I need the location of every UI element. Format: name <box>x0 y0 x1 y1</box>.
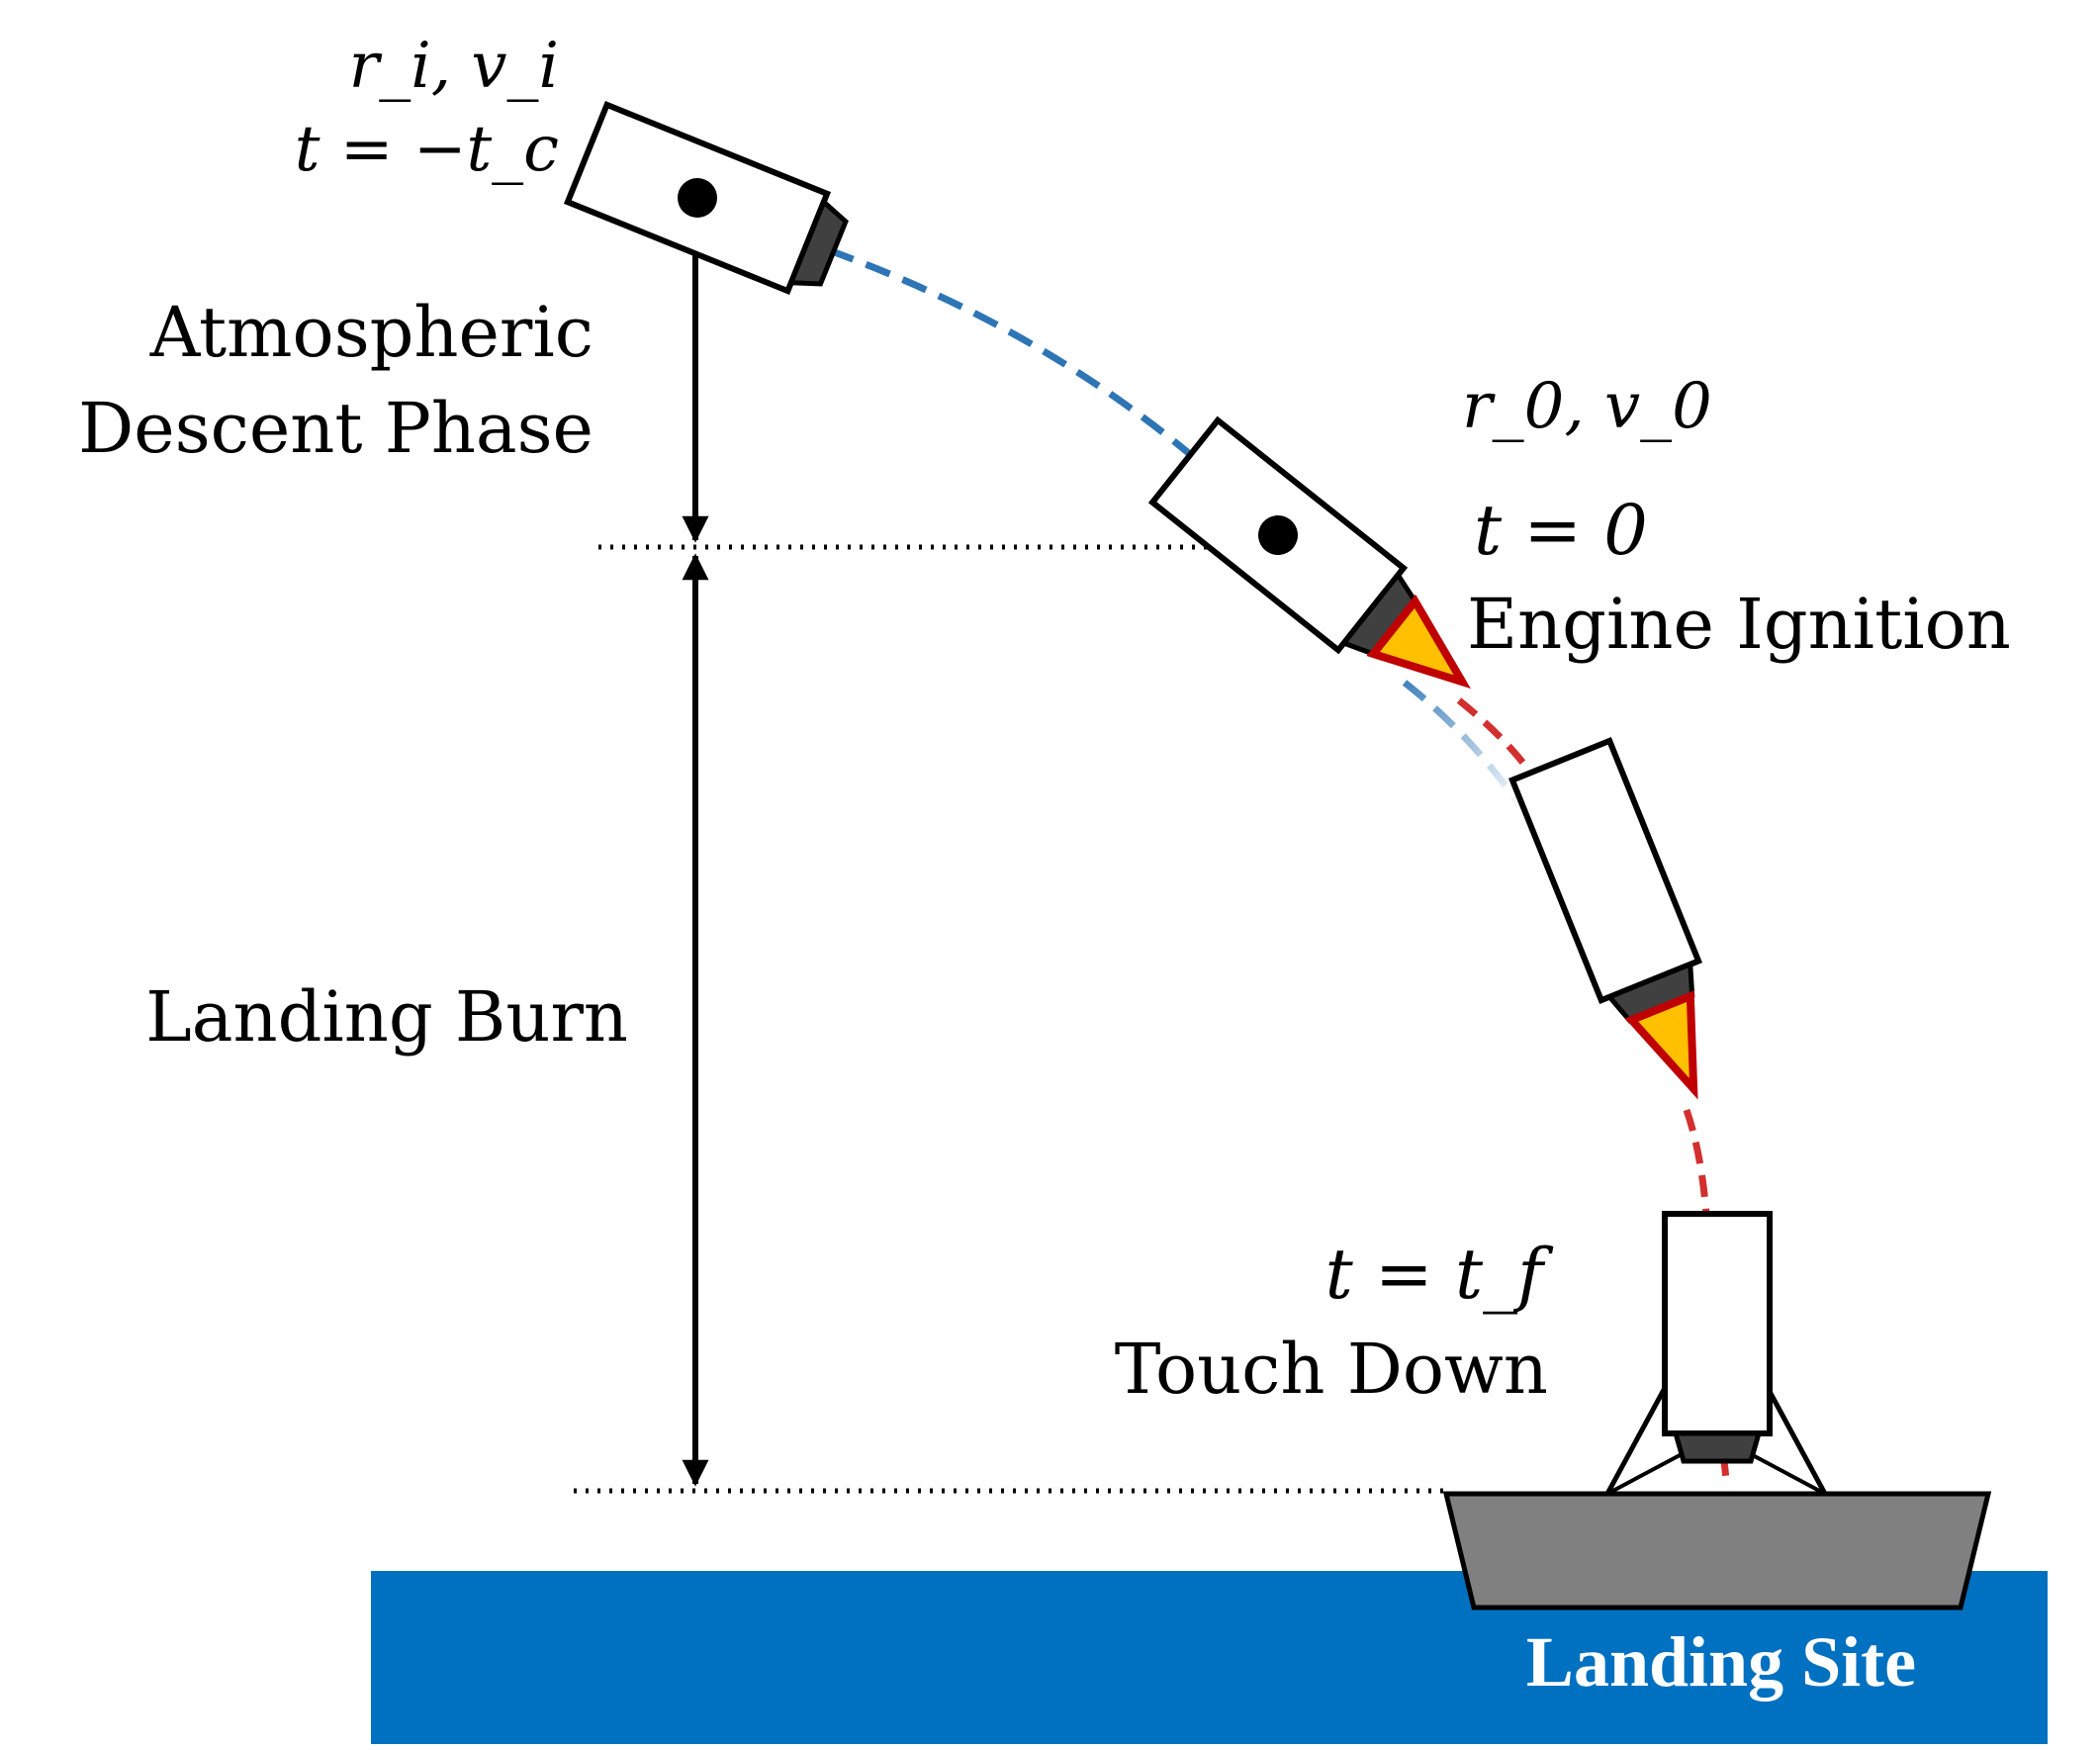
burn-trajectory <box>1456 697 1552 803</box>
rocket-ignition <box>1147 415 1471 690</box>
landing-strut-right <box>1750 1452 1826 1496</box>
atmo-phase-label-1: Atmospheric <box>149 292 593 373</box>
engine-flame <box>1624 990 1698 1100</box>
engine-nozzle <box>787 197 849 287</box>
ignition-time-label: t = 0 <box>1474 490 1648 571</box>
final-time-label: t = t_f <box>1325 1234 1554 1315</box>
landing-barge <box>1442 1491 1992 1611</box>
landing-leg-left <box>1604 1386 1668 1496</box>
landing-site-label: Landing Site <box>1526 1622 1916 1702</box>
rocket-burn <box>1508 736 1702 1100</box>
descent-trajectory <box>827 246 1200 463</box>
ignition-event-label: Engine Ignition <box>1467 584 2011 665</box>
landing-leg-right <box>1765 1386 1828 1496</box>
ballistic-continuation <box>1402 680 1526 813</box>
center-of-mass <box>1258 515 1298 555</box>
center-of-mass <box>678 178 717 218</box>
initial-time-label: t = −t_c <box>295 113 559 186</box>
rocket-landed <box>1604 1211 1828 1496</box>
atmo-phase-label-2: Descent Phase <box>78 388 593 469</box>
final-event-label: Touch Down <box>1115 1329 1548 1410</box>
landing-burn-label: Landing Burn <box>145 976 628 1058</box>
landing-strut-left <box>1606 1452 1683 1496</box>
engine-nozzle <box>1672 1430 1763 1464</box>
rocket-initial <box>563 101 849 295</box>
ignition-state-label: r_0, v_0 <box>1462 370 1712 443</box>
burn-trajectory-2 <box>1683 1108 1710 1216</box>
engine-flame <box>1366 594 1471 690</box>
initial-state-label: r_i, v_i <box>349 30 559 103</box>
